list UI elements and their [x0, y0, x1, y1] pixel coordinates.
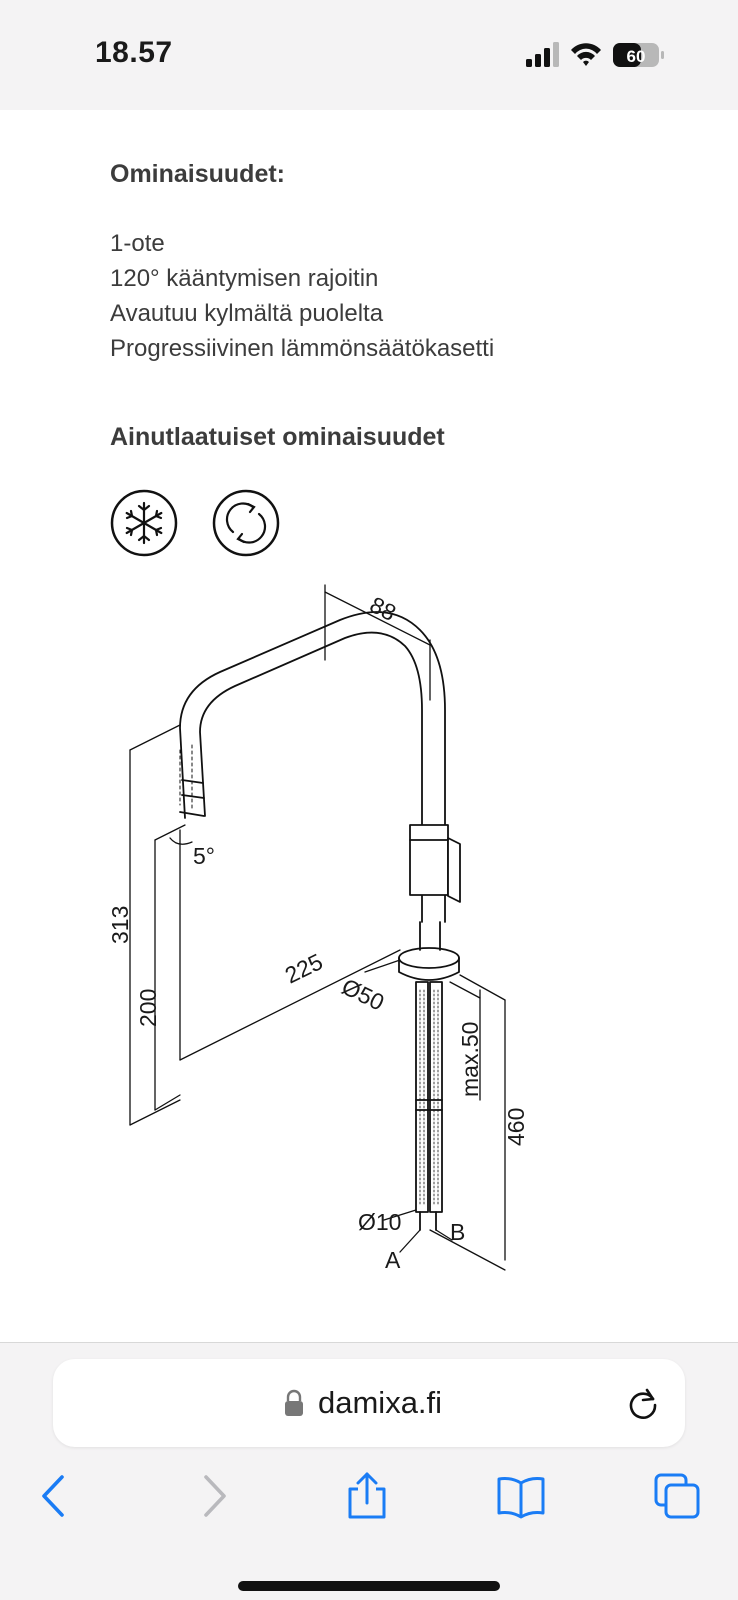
faucet-handle [409, 824, 449, 896]
battery-level: 60 [627, 47, 646, 66]
snowflake-icon [110, 489, 178, 557]
features-list: 1-ote 120° kääntymisen rajoitin Avautuu … [110, 226, 494, 366]
feature-item: Progressiivinen lämmönsäätökasetti [110, 335, 495, 362]
feature-item: Avautuu kylmältä puolelta [110, 300, 384, 327]
page-content: Ominaisuudet: 1-ote 120° kääntymisen raj… [0, 110, 738, 1342]
unique-features-heading: Ainutlaatuiset ominaisuudet [110, 423, 445, 451]
lock-icon [285, 1389, 303, 1416]
dim-hose-b: B [450, 1219, 465, 1245]
dim-reach: 225 [281, 948, 327, 988]
battery-icon: 60 [613, 43, 664, 67]
faucet-technical-drawing: 88 5° 313 200 225 Ø50 max.50 460 Ø10 A B [107, 584, 529, 1273]
dim-total-height: 313 [107, 906, 133, 944]
status-bar: 18.57 60 [0, 0, 738, 110]
tabs-icon[interactable] [652, 1471, 702, 1521]
reload-icon[interactable] [625, 1385, 661, 1421]
share-icon[interactable] [342, 1471, 392, 1521]
home-indicator [238, 1581, 500, 1591]
dim-width: 88 [366, 591, 401, 626]
features-heading: Ominaisuudet: [110, 160, 286, 188]
address-bar[interactable]: damixa.fi [53, 1359, 685, 1447]
supply-hoses [415, 981, 443, 1231]
back-icon[interactable] [30, 1471, 80, 1521]
wifi-icon [571, 43, 601, 66]
status-icons: 60 [526, 42, 664, 67]
dim-base-diameter: Ø50 [338, 973, 388, 1015]
dim-hose-a: A [385, 1247, 401, 1273]
status-time: 18.57 [95, 36, 173, 69]
url-text: damixa.fi [318, 1385, 443, 1420]
dim-spout-height: 200 [135, 989, 161, 1027]
rotation-icon [212, 489, 280, 557]
dim-hose-diameter: Ø10 [358, 1209, 401, 1235]
bookmarks-icon[interactable] [496, 1471, 546, 1521]
browser-toolbar: damixa.fi [0, 1342, 738, 1600]
dim-max-thickness: max.50 [457, 1022, 483, 1097]
dim-hose-length: 460 [503, 1108, 529, 1146]
forward-icon[interactable] [188, 1471, 238, 1521]
feature-item: 120° kääntymisen rajoitin [110, 265, 379, 292]
dim-angle: 5° [193, 843, 215, 869]
feature-item: 1-ote [110, 230, 165, 257]
spout-outline [179, 611, 446, 923]
cellular-signal-icon [526, 42, 559, 67]
